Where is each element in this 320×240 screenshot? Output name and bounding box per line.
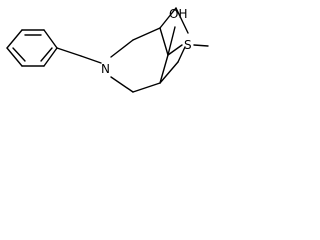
benzene-ring	[6, 29, 58, 67]
quaternary-s-bond	[167, 44, 183, 56]
lower-bridgehead-ch2-bond	[159, 61, 179, 84]
ring-bond	[43, 29, 58, 49]
s-methyl-bond	[193, 44, 209, 47]
ring-inner-double-bond	[40, 47, 53, 62]
n-ch2-lower-bond	[110, 76, 134, 93]
lower-ch2-bridgehead-bond	[132, 82, 161, 93]
ch2-n-bond	[80, 55, 102, 64]
ring-bond	[6, 29, 23, 49]
sulfur-atom-label: S	[184, 38, 192, 52]
bicyclic-core	[110, 7, 209, 93]
ring-inner-double-bond	[12, 47, 26, 62]
hydroxyl-label: OH	[169, 7, 187, 21]
n-ch2-upper-bond	[110, 39, 134, 58]
molecule-diagram: N OH S	[6, 7, 209, 93]
upper-ch2-bridgehead-bond	[132, 27, 161, 41]
ch2-s-bond	[175, 7, 189, 34]
benzyl-linker	[56, 47, 102, 64]
ch2-bond	[56, 47, 82, 57]
ch2-s-lower-bond	[177, 46, 186, 63]
upper-bridgehead-quaternary-bond	[159, 27, 169, 56]
ring-bond	[43, 47, 58, 67]
quaternary-lower-bridgehead-bond	[159, 54, 169, 84]
upper-bridgehead-ch2-bond	[159, 7, 177, 29]
nitrogen-atom-label: N	[101, 62, 110, 76]
quaternary-oh-bond	[167, 26, 176, 56]
ring-bond	[6, 47, 23, 67]
